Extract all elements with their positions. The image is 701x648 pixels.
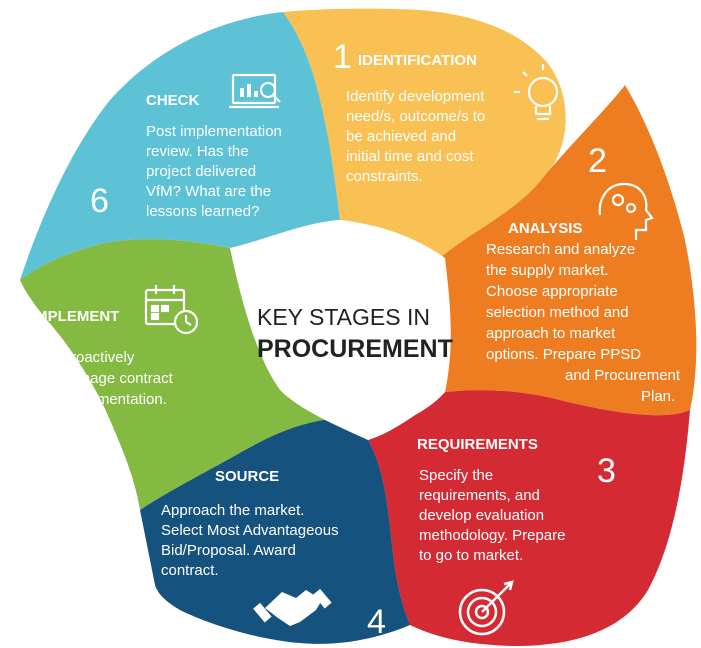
stage-2-line-6: options. Prepare PPSD xyxy=(486,346,641,363)
stage-1-line-5: constraints. xyxy=(346,168,423,185)
stage-4-line-4: contract. xyxy=(161,562,219,579)
stage-3-title: REQUIREMENTS xyxy=(417,436,538,453)
petal-analysis xyxy=(440,85,697,416)
stage-2-line-2: the supply market. xyxy=(486,262,609,279)
stage-6-line-1: Post implementation xyxy=(146,123,282,140)
stage-4-line-3: Bid/Proposal. Award xyxy=(161,542,296,559)
stage-2-line-1: Research and analyze xyxy=(486,241,635,258)
target-icon xyxy=(458,580,514,636)
center-hexagon xyxy=(230,220,451,440)
lightbulb-icon xyxy=(514,64,572,121)
stage-3-number: 3 xyxy=(597,452,616,490)
stage-1-line-2: need/s, outcome/s to xyxy=(346,108,485,125)
calendar-clock-icon xyxy=(144,285,199,335)
stage-1-line-3: be achieved and xyxy=(346,128,456,145)
head-gears-icon xyxy=(598,182,654,240)
stage-3-line-1: Specify the xyxy=(419,467,493,484)
stage-1-number: 1 xyxy=(333,38,352,76)
stage-2-number: 2 xyxy=(588,142,607,180)
stage-4-line-1: Approach the market. xyxy=(161,502,304,519)
stage-5-line-2: manage contract xyxy=(61,370,174,387)
stage-1-line-4: initial time and cost xyxy=(346,148,474,165)
stage-2-title: ANALYSIS xyxy=(508,220,582,237)
center-title-line1: KEY STAGES IN xyxy=(257,304,430,330)
stage-6-line-5: lessons learned? xyxy=(146,203,259,220)
petal-check xyxy=(20,12,340,280)
stage-5-title: IMPLEMENT xyxy=(31,308,119,325)
petal-requirements xyxy=(368,390,690,646)
stage-4-number: 4 xyxy=(367,603,386,641)
chart-magnifier-icon xyxy=(229,73,281,109)
stage-6-title: CHECK xyxy=(146,92,200,109)
stage-1-line-1: Identify development xyxy=(346,88,485,105)
center-title-line2: PROCUREMENT xyxy=(257,335,453,363)
stage-4-title: SOURCE xyxy=(215,468,279,485)
stage-2-line-4: selection method and xyxy=(486,304,629,321)
stage-3-line-5: to go to market. xyxy=(419,547,523,564)
stage-2-line-7: and Procurement xyxy=(565,367,681,384)
stage-5-line-3: implementation. xyxy=(61,391,167,408)
petal-source xyxy=(140,418,410,644)
petal-implement xyxy=(20,239,340,510)
stage-6-number: 6 xyxy=(90,182,109,220)
stage-1-title: IDENTIFICATION xyxy=(358,52,477,69)
stage-2-line-3: Choose appropriate xyxy=(486,283,618,300)
stage-2-line-5: approach to market xyxy=(486,325,616,342)
stage-4-line-2: Select Most Advantageous xyxy=(161,522,339,539)
handshake-icon xyxy=(253,588,332,626)
stage-6-line-4: VfM? What are the xyxy=(146,183,271,200)
stage-6-line-2: review. Has the xyxy=(146,143,249,160)
stage-2-line-8: Plan. xyxy=(641,388,675,405)
stage-3-line-4: methodology. Prepare xyxy=(419,527,565,544)
petal-identification xyxy=(283,8,566,258)
stage-3-line-3: develop evaluation xyxy=(419,507,544,524)
stage-5-line-1: Proactively xyxy=(61,349,135,366)
stage-3-line-2: requirements, and xyxy=(419,487,540,504)
stage-5-number: 5 xyxy=(102,485,121,523)
stage-6-line-3: project delivered xyxy=(146,163,256,180)
